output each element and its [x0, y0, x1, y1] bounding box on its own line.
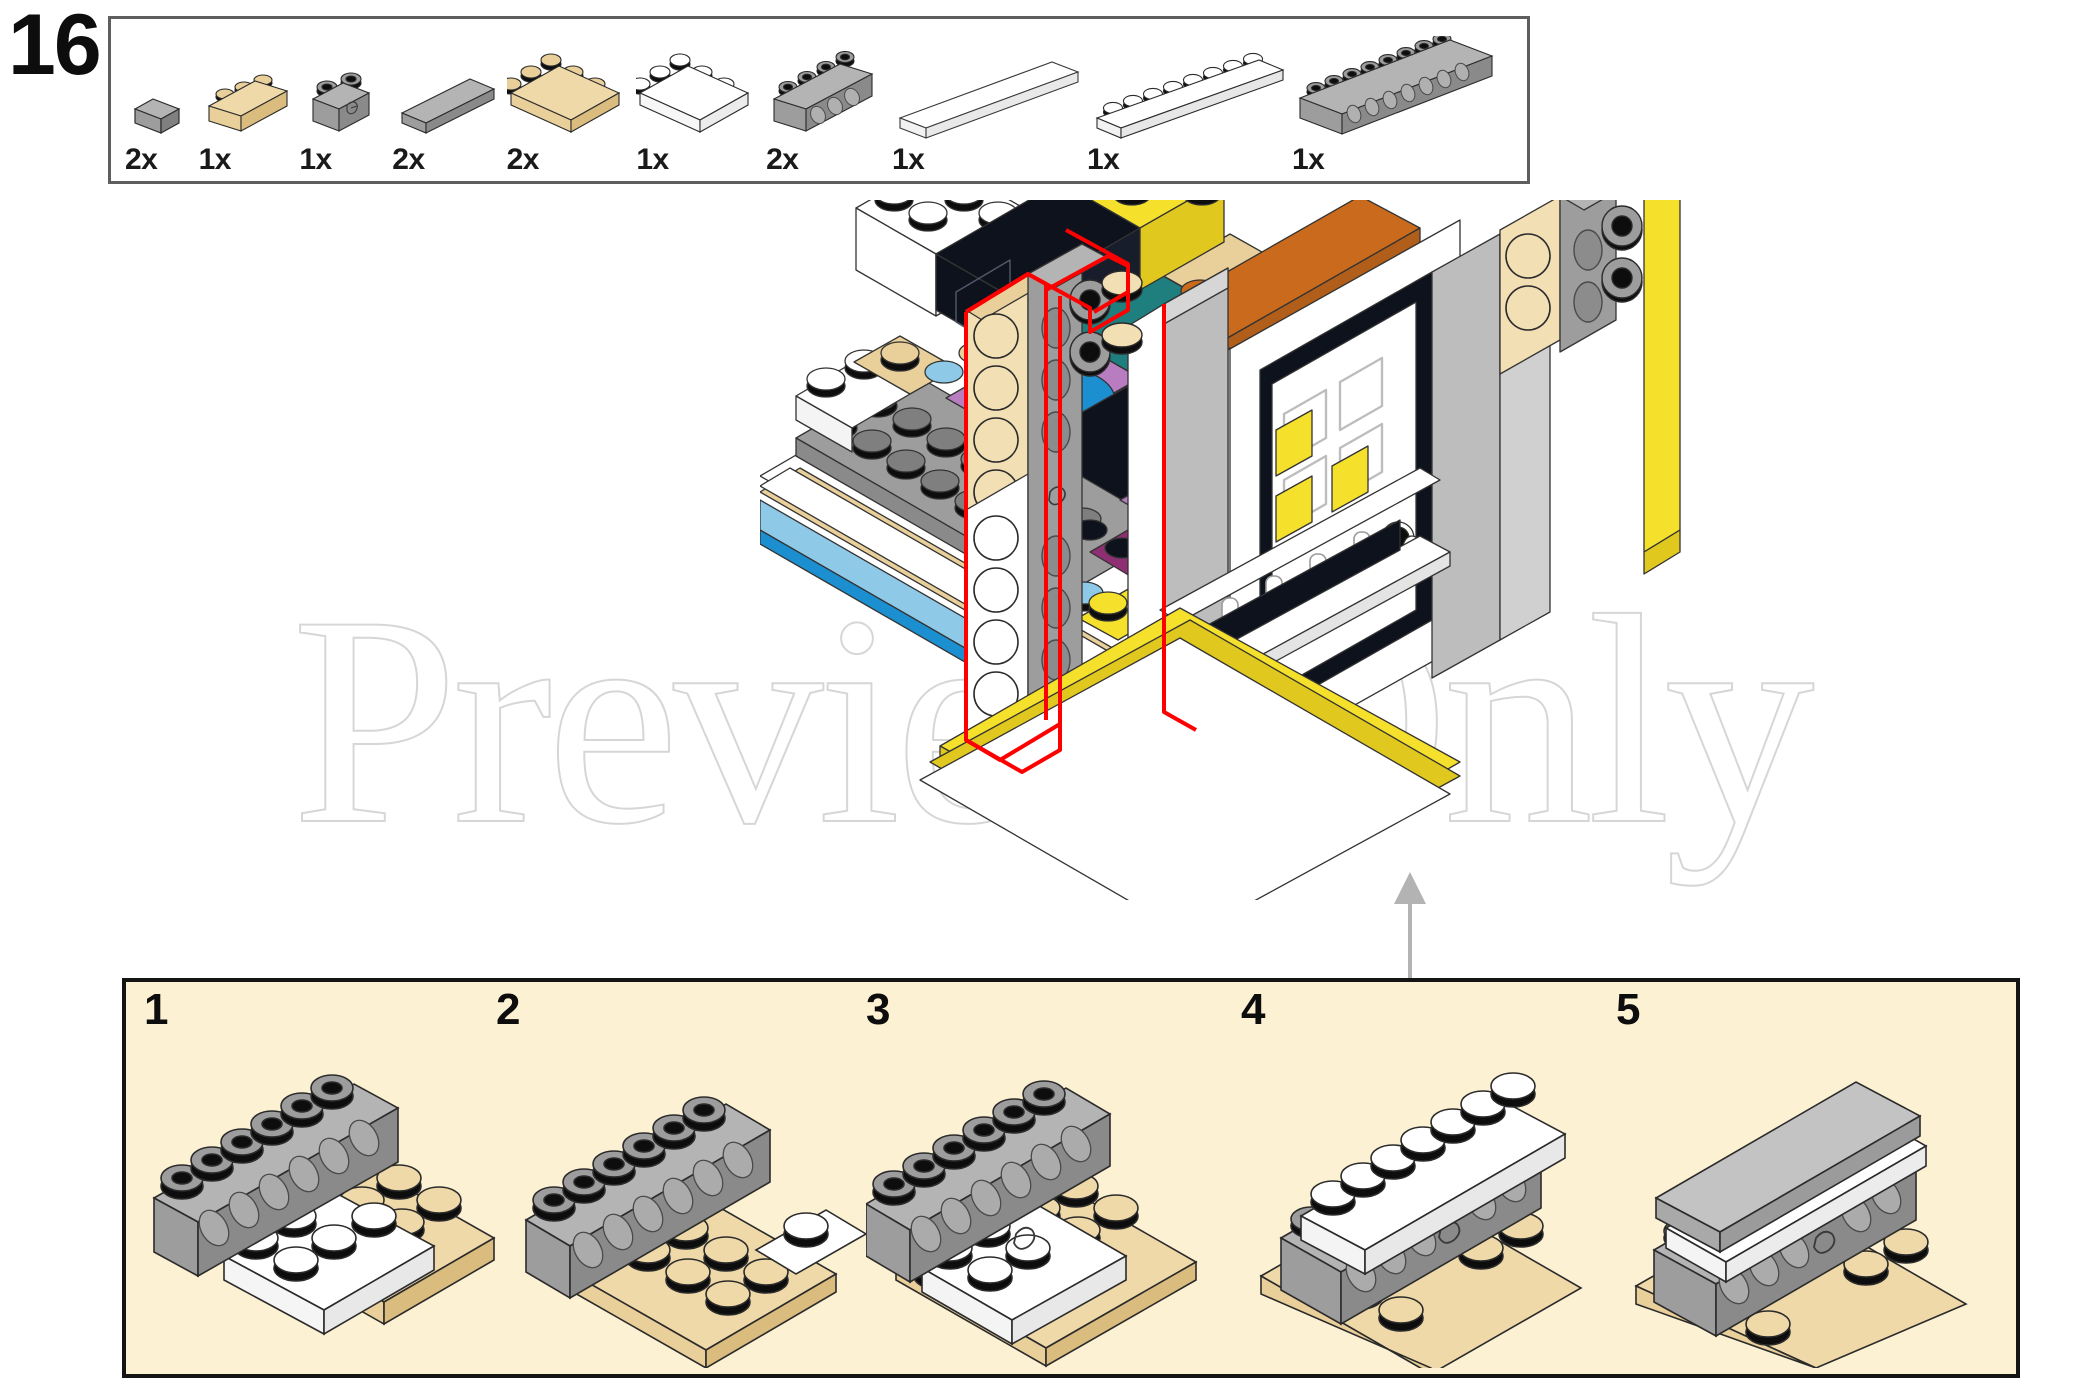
substep-1-illustration — [144, 1038, 514, 1368]
part-item: 2x — [506, 19, 637, 176]
technic-brick-1x2-gray-icon — [299, 19, 392, 141]
part-item: 2x — [766, 19, 892, 175]
substep-number: 3 — [866, 985, 891, 1034]
part-qty: 1x — [198, 143, 232, 176]
substep-3: 3 — [866, 982, 1246, 1374]
substep-1: 1 — [144, 982, 514, 1374]
part-qty: 2x — [506, 143, 540, 176]
plate-3x3-white-icon — [636, 19, 766, 141]
substep-2: 2 — [496, 982, 876, 1374]
part-qty: 1x — [1291, 143, 1325, 176]
substep-3-illustration — [866, 1038, 1246, 1368]
parts-list-box: 2x — [108, 16, 1530, 184]
substep-number: 1 — [144, 985, 169, 1034]
part-qty: 2x — [766, 143, 799, 176]
brick-1x1-gray-icon — [125, 19, 199, 141]
part-item: 2x — [125, 19, 199, 175]
substep-4-illustration — [1241, 1038, 1621, 1368]
substep-5-illustration — [1616, 1038, 2006, 1368]
substep-2-illustration — [496, 1038, 876, 1368]
part-qty: 1x — [636, 143, 669, 176]
part-item: 1x — [199, 19, 300, 175]
main-assembly-illustration — [760, 200, 1900, 900]
part-item: 2x — [392, 19, 506, 175]
part-qty: 1x — [1086, 143, 1120, 176]
part-item: 1x — [299, 19, 392, 175]
substeps-panel: 1 — [122, 978, 2020, 1378]
part-item: 1x — [1292, 19, 1517, 175]
part-item: 1x — [892, 19, 1087, 175]
substep-4: 4 — [1241, 982, 1621, 1374]
part-qty: 1x — [299, 143, 332, 176]
part-item: 1x — [1087, 19, 1292, 175]
technic-brick-1x4-gray-icon — [766, 19, 892, 141]
callout-arrow — [1390, 870, 1430, 990]
plate-1x8-white-icon — [1087, 19, 1292, 141]
plate-3x3-tan-icon — [506, 19, 637, 141]
substep-number: 5 — [1616, 985, 1641, 1034]
brick-1x3-tan-icon — [199, 19, 300, 141]
plate-1x4-gray-icon — [392, 19, 506, 141]
tile-1x8-white-icon — [892, 19, 1087, 141]
page-title: 16 — [8, 0, 102, 93]
technic-brick-1x10-gray-icon — [1292, 19, 1517, 141]
part-qty: 1x — [891, 143, 925, 176]
part-item: 1x — [636, 19, 766, 175]
substep-5: 5 — [1616, 982, 2006, 1374]
parts-list: 2x — [111, 19, 1527, 181]
part-qty: 2x — [392, 143, 425, 176]
substep-number: 4 — [1241, 985, 1266, 1034]
substep-number: 2 — [496, 985, 521, 1034]
part-qty: 2x — [125, 143, 158, 176]
